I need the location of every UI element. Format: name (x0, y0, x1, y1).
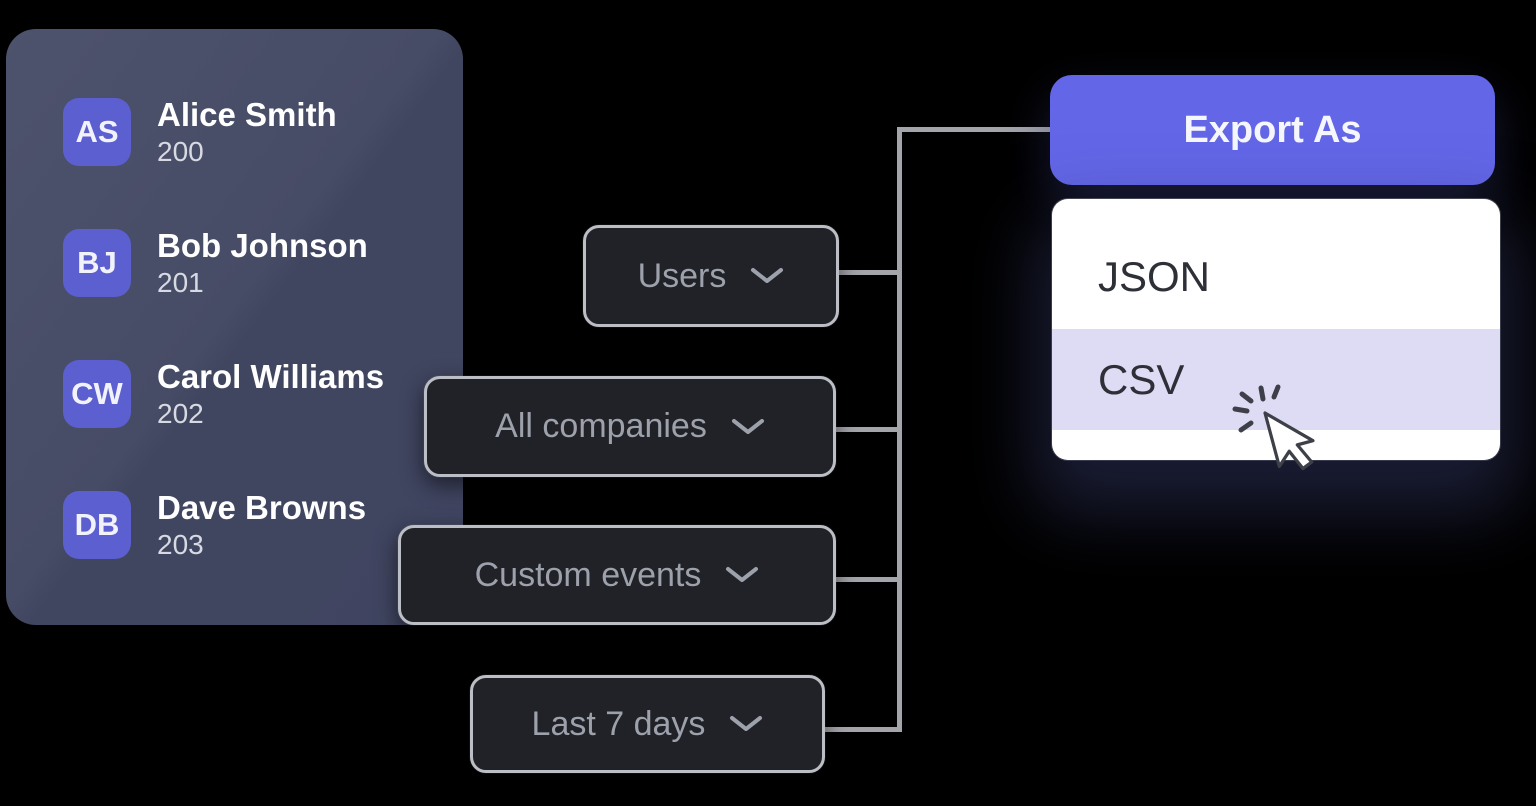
list-item[interactable]: AS Alice Smith 200 (63, 95, 463, 167)
dropdown-label: All companies (495, 407, 707, 445)
avatar: DB (63, 491, 131, 559)
users-panel: AS Alice Smith 200 BJ Bob Johnson 201 CW… (6, 29, 463, 625)
chevron-down-icon (731, 418, 764, 434)
user-name: Carol Williams (157, 357, 385, 395)
export-as-button[interactable]: Export As (1050, 75, 1495, 185)
user-id: 200 (157, 135, 204, 167)
connector-users (839, 270, 897, 275)
user-name: Bob Johnson (157, 226, 368, 264)
dropdown-label: Users (637, 256, 727, 295)
chevron-down-icon (726, 567, 759, 582)
user-name: Alice Smith (157, 95, 337, 133)
list-item[interactable]: DB Dave Browns 203 (63, 488, 463, 560)
user-id: 201 (157, 266, 204, 298)
list-item[interactable]: BJ Bob Johnson 201 (63, 226, 463, 298)
chevron-down-icon (730, 716, 763, 731)
menu-spacer (1052, 199, 1500, 225)
users-filter-dropdown[interactable]: Users (583, 225, 839, 327)
avatar: AS (63, 98, 131, 166)
connector-trunk (897, 127, 902, 732)
list-item[interactable]: CW Carol Williams 202 (63, 357, 463, 429)
companies-filter-dropdown[interactable]: All companies (424, 376, 836, 477)
menu-item-csv[interactable]: CSV (1052, 329, 1500, 430)
avatar: CW (63, 360, 131, 428)
user-name: Dave Browns (157, 488, 367, 526)
dropdown-label: Last 7 days (531, 704, 706, 743)
connector-to-export (897, 127, 1050, 132)
connector-date-range (825, 727, 897, 732)
chevron-down-icon (751, 268, 784, 283)
connector-companies (836, 427, 897, 432)
user-id: 203 (157, 528, 204, 560)
export-format-menu: JSON CSV (1052, 199, 1500, 460)
avatar: BJ (63, 229, 131, 297)
user-id: 202 (157, 397, 204, 429)
dropdown-label: Custom events (474, 555, 702, 594)
connector-events (836, 577, 897, 582)
menu-item-json[interactable]: JSON (1098, 253, 1211, 300)
events-filter-dropdown[interactable]: Custom events (398, 525, 836, 625)
date-range-filter-dropdown[interactable]: Last 7 days (470, 675, 825, 773)
